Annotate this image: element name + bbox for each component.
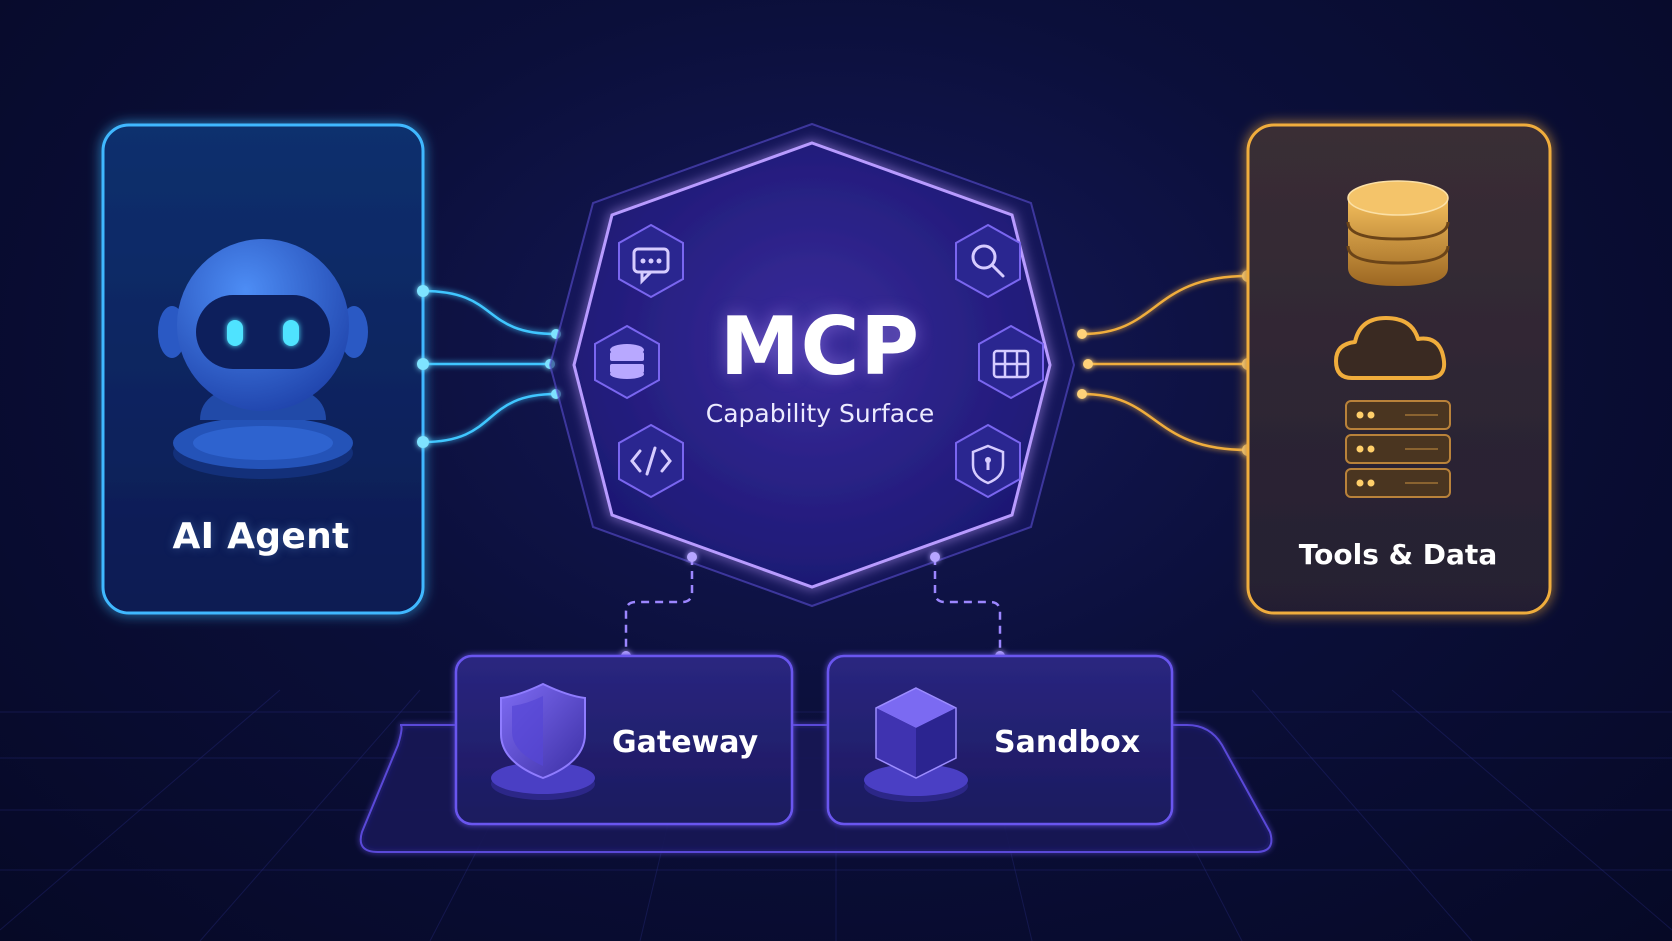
agent-connectors: [422, 289, 557, 444]
search-icon: [971, 244, 1005, 278]
tools-data-label: Tools & Data: [1298, 538, 1498, 571]
table-icon: [992, 349, 1030, 379]
mcp-icon-search: [955, 223, 1021, 299]
mcp-icon-table: [978, 324, 1044, 400]
cloud-icon: [1334, 316, 1447, 380]
ai-agent-card: [101, 123, 425, 615]
gateway-box: [454, 654, 794, 826]
sandbox-label: Sandbox: [994, 725, 1141, 760]
mcp-icon-shield: [955, 423, 1021, 499]
tools-connectors: [1081, 274, 1249, 452]
agent-connector-dots: [417, 285, 561, 448]
database-stack-icon: [1346, 180, 1450, 286]
sandbox-cube-icon: [864, 687, 968, 802]
gateway-label: Gateway: [612, 725, 759, 760]
chat-icon: [632, 247, 670, 285]
ai-agent-label: AI Agent: [172, 516, 350, 557]
sandbox-box: [826, 654, 1174, 826]
robot-icon: [158, 239, 368, 479]
mcp-icon-chat: [618, 223, 684, 299]
mcp-subtitle: Capability Surface: [705, 399, 935, 428]
tools-data-card: [1246, 123, 1552, 615]
mcp-icon-code: [618, 423, 684, 499]
mcp-title: MCP: [720, 300, 920, 393]
platform-connectors: [624, 557, 1002, 656]
mcp-icon-database: [594, 324, 660, 400]
shield-lock-icon: [971, 444, 1005, 485]
gateway-shield-icon: [491, 682, 595, 800]
server-rack-icon: [1345, 400, 1451, 498]
database-icon: [610, 344, 644, 379]
code-icon: [630, 446, 672, 476]
